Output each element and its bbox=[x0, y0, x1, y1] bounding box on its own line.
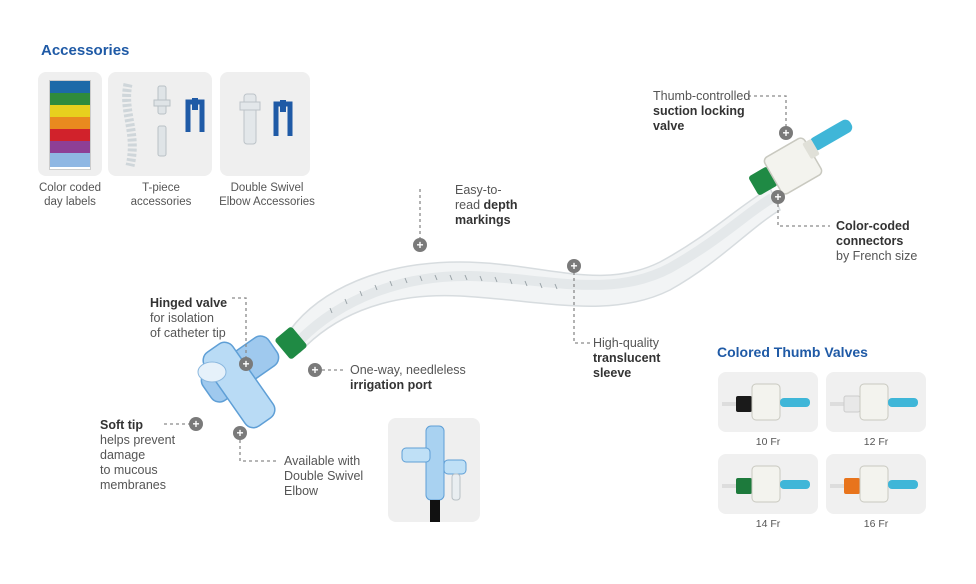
hinged-valve-callout: Hinged valve for isolation of catheter t… bbox=[150, 296, 228, 340]
catheter-tube bbox=[296, 193, 775, 344]
thumb-valves-heading: Colored Thumb Valves bbox=[717, 344, 868, 360]
valve-label-10fr: 10 Fr bbox=[755, 436, 781, 448]
accessories-heading: Accessories bbox=[41, 42, 130, 59]
sleeve-callout: High-quality translucent sleeve bbox=[593, 336, 661, 380]
swivel-elbow-caption: Double Swivel Elbow Accessories bbox=[219, 182, 315, 208]
valve-label-12fr: 12 Fr bbox=[863, 436, 889, 448]
day-labels-caption: Color coded day labels bbox=[38, 182, 101, 208]
day-labels-thumbnail bbox=[38, 72, 102, 176]
valve-tile-14fr bbox=[718, 454, 818, 514]
depth-markings bbox=[329, 274, 558, 314]
soft-tip-plus-icon[interactable]: + bbox=[189, 417, 203, 431]
t-piece-caption: T-piece accessories bbox=[130, 182, 192, 208]
sleeve-shape bbox=[289, 186, 781, 354]
irrigation-port-plus-icon[interactable]: + bbox=[308, 363, 322, 377]
connectors-callout: Color-coded connectors by French size bbox=[836, 219, 918, 263]
thumb-valve-assembly bbox=[749, 119, 853, 195]
hinged-valve-plus-icon[interactable]: + bbox=[239, 357, 253, 371]
connectors-plus-icon[interactable]: + bbox=[771, 190, 785, 204]
valve-label-14fr: 14 Fr bbox=[755, 518, 781, 530]
irrigation-port-callout: One-way, needleless irrigation port bbox=[350, 363, 466, 392]
elbow-inset-image bbox=[388, 418, 480, 522]
green-collar bbox=[275, 327, 307, 359]
sleeve-plus-icon[interactable]: + bbox=[567, 259, 581, 273]
soft-tip-callout: Soft tip helps prevent damage to mucous … bbox=[100, 418, 176, 492]
valve-tile-12fr bbox=[826, 372, 926, 432]
valve-tile-10fr bbox=[718, 372, 818, 432]
depth-markings-plus-icon[interactable]: + bbox=[413, 238, 427, 252]
thumb-valve-callout: Thumb-controlled suction locking valve bbox=[653, 89, 751, 133]
valve-collar-10fr bbox=[736, 396, 752, 412]
elbow-callout: Available with Double Swivel Elbow bbox=[284, 454, 364, 498]
swivel-elbow-thumbnail bbox=[220, 72, 310, 176]
elbow-plus-icon[interactable]: + bbox=[233, 426, 247, 440]
valve-tile-16fr bbox=[826, 454, 926, 514]
thumb-valve-plus-icon[interactable]: + bbox=[779, 126, 793, 140]
t-piece-thumbnail bbox=[108, 72, 212, 176]
depth-markings-callout: Easy-to- read depth markings bbox=[455, 183, 518, 227]
valve-label-16fr: 16 Fr bbox=[863, 518, 889, 530]
manifold-body bbox=[197, 335, 280, 429]
